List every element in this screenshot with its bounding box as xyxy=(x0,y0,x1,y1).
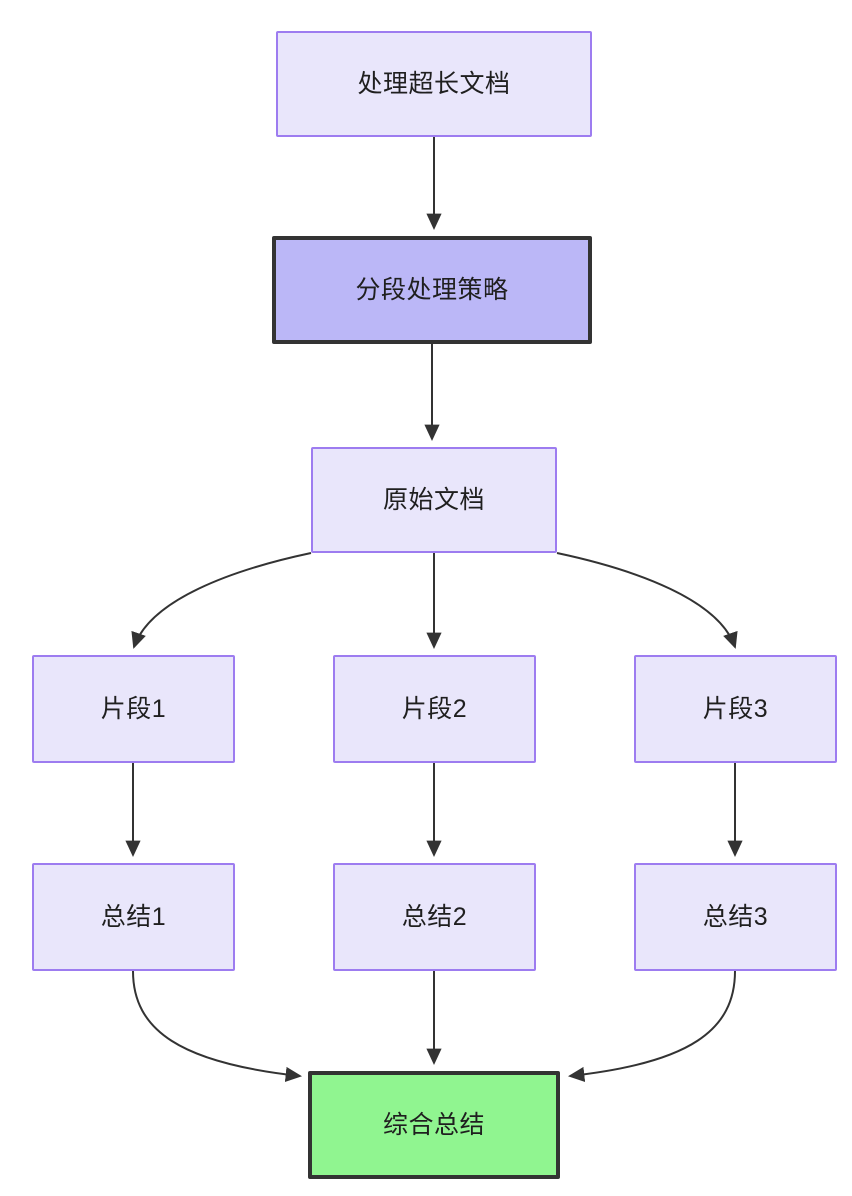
node-label: 综合总结 xyxy=(382,1111,485,1139)
edge-source-to-frag1 xyxy=(131,552,312,649)
node-fragment-2[interactable]: 片段2 xyxy=(333,655,536,763)
node-summary-1[interactable]: 总结1 xyxy=(32,863,235,971)
node-comprehensive-summary[interactable]: 综合总结 xyxy=(308,1071,560,1179)
edge-sum3-to-final xyxy=(568,970,736,1083)
node-label: 原始文档 xyxy=(382,486,485,514)
node-source-document[interactable]: 原始文档 xyxy=(311,447,557,553)
node-label: 片段3 xyxy=(702,695,769,723)
node-summary-2[interactable]: 总结2 xyxy=(333,863,536,971)
node-process-long-document[interactable]: 处理超长文档 xyxy=(276,31,592,137)
edge-sum1-to-final xyxy=(132,970,302,1083)
node-label: 总结3 xyxy=(702,903,769,931)
node-label: 片段1 xyxy=(100,695,167,723)
node-fragment-3[interactable]: 片段3 xyxy=(634,655,837,763)
node-chunking-strategy[interactable]: 分段处理策略 xyxy=(272,236,592,344)
edge-source-to-frag3 xyxy=(556,552,738,649)
node-label: 总结1 xyxy=(100,903,167,931)
node-label: 处理超长文档 xyxy=(357,70,511,98)
node-fragment-1[interactable]: 片段1 xyxy=(32,655,235,763)
node-summary-3[interactable]: 总结3 xyxy=(634,863,837,971)
node-label: 分段处理策略 xyxy=(355,276,509,304)
node-label: 总结2 xyxy=(401,903,468,931)
node-label: 片段2 xyxy=(401,695,468,723)
